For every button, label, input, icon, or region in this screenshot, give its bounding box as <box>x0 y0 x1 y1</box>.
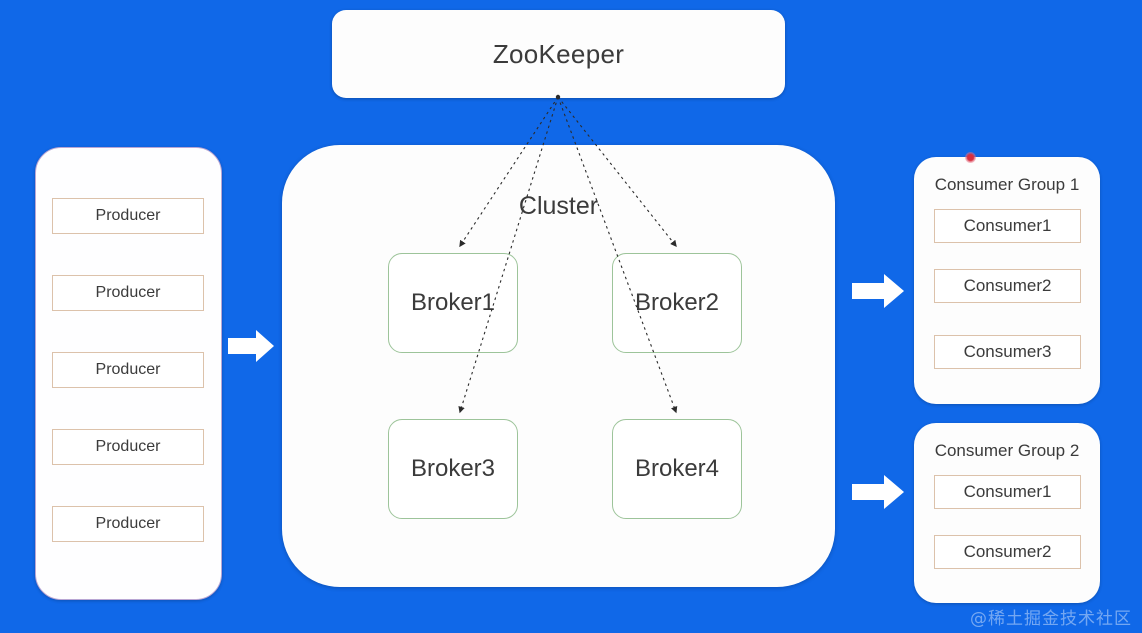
cluster-title: Cluster <box>518 192 599 220</box>
flow-arrow-cluster-to-consumer-group-1 <box>852 274 904 308</box>
watermark-text: @稀土掘金技术社区 <box>970 609 1132 629</box>
consumer-group-2-title: Consumer Group 2 <box>934 441 1080 460</box>
producer-group-panel[interactable]: Producer Producer Producer Producer Prod… <box>35 147 222 600</box>
producer-item-3[interactable]: Producer <box>52 352 204 388</box>
consumer-group-2-item-2[interactable]: Consumer2 <box>934 535 1081 569</box>
broker-node-3[interactable]: Broker3 <box>388 419 518 519</box>
consumer-group-panel-2[interactable]: Consumer Group 2 Consumer1 Consumer2 <box>914 423 1100 603</box>
consumer-group-1-title: Consumer Group 1 <box>934 175 1080 194</box>
producer-item-2[interactable]: Producer <box>52 275 204 311</box>
consumer-group-1-item-1[interactable]: Consumer1 <box>934 209 1081 243</box>
flow-arrow-producers-to-cluster <box>228 330 274 362</box>
consumer-group-1-status-dot-icon <box>965 152 976 163</box>
consumer-group-1-item-2[interactable]: Consumer2 <box>934 269 1081 303</box>
consumer-group-2-item-1[interactable]: Consumer1 <box>934 475 1081 509</box>
consumer-group-1-item-3[interactable]: Consumer3 <box>934 335 1081 369</box>
cluster-panel[interactable]: Cluster Broker1 Broker2 Broker3 Broker4 <box>282 145 835 587</box>
producer-item-5[interactable]: Producer <box>52 506 204 542</box>
consumer-group-panel-1[interactable]: Consumer Group 1 Consumer1 Consumer2 Con… <box>914 157 1100 404</box>
producer-item-4[interactable]: Producer <box>52 429 204 465</box>
producer-item-1[interactable]: Producer <box>52 198 204 234</box>
broker-node-4[interactable]: Broker4 <box>612 419 742 519</box>
flow-arrow-cluster-to-consumer-group-2 <box>852 475 904 509</box>
broker-node-1[interactable]: Broker1 <box>388 253 518 353</box>
broker-node-2[interactable]: Broker2 <box>612 253 742 353</box>
zookeeper-node[interactable]: ZooKeeper <box>332 10 785 98</box>
zookeeper-label: ZooKeeper <box>492 38 625 69</box>
